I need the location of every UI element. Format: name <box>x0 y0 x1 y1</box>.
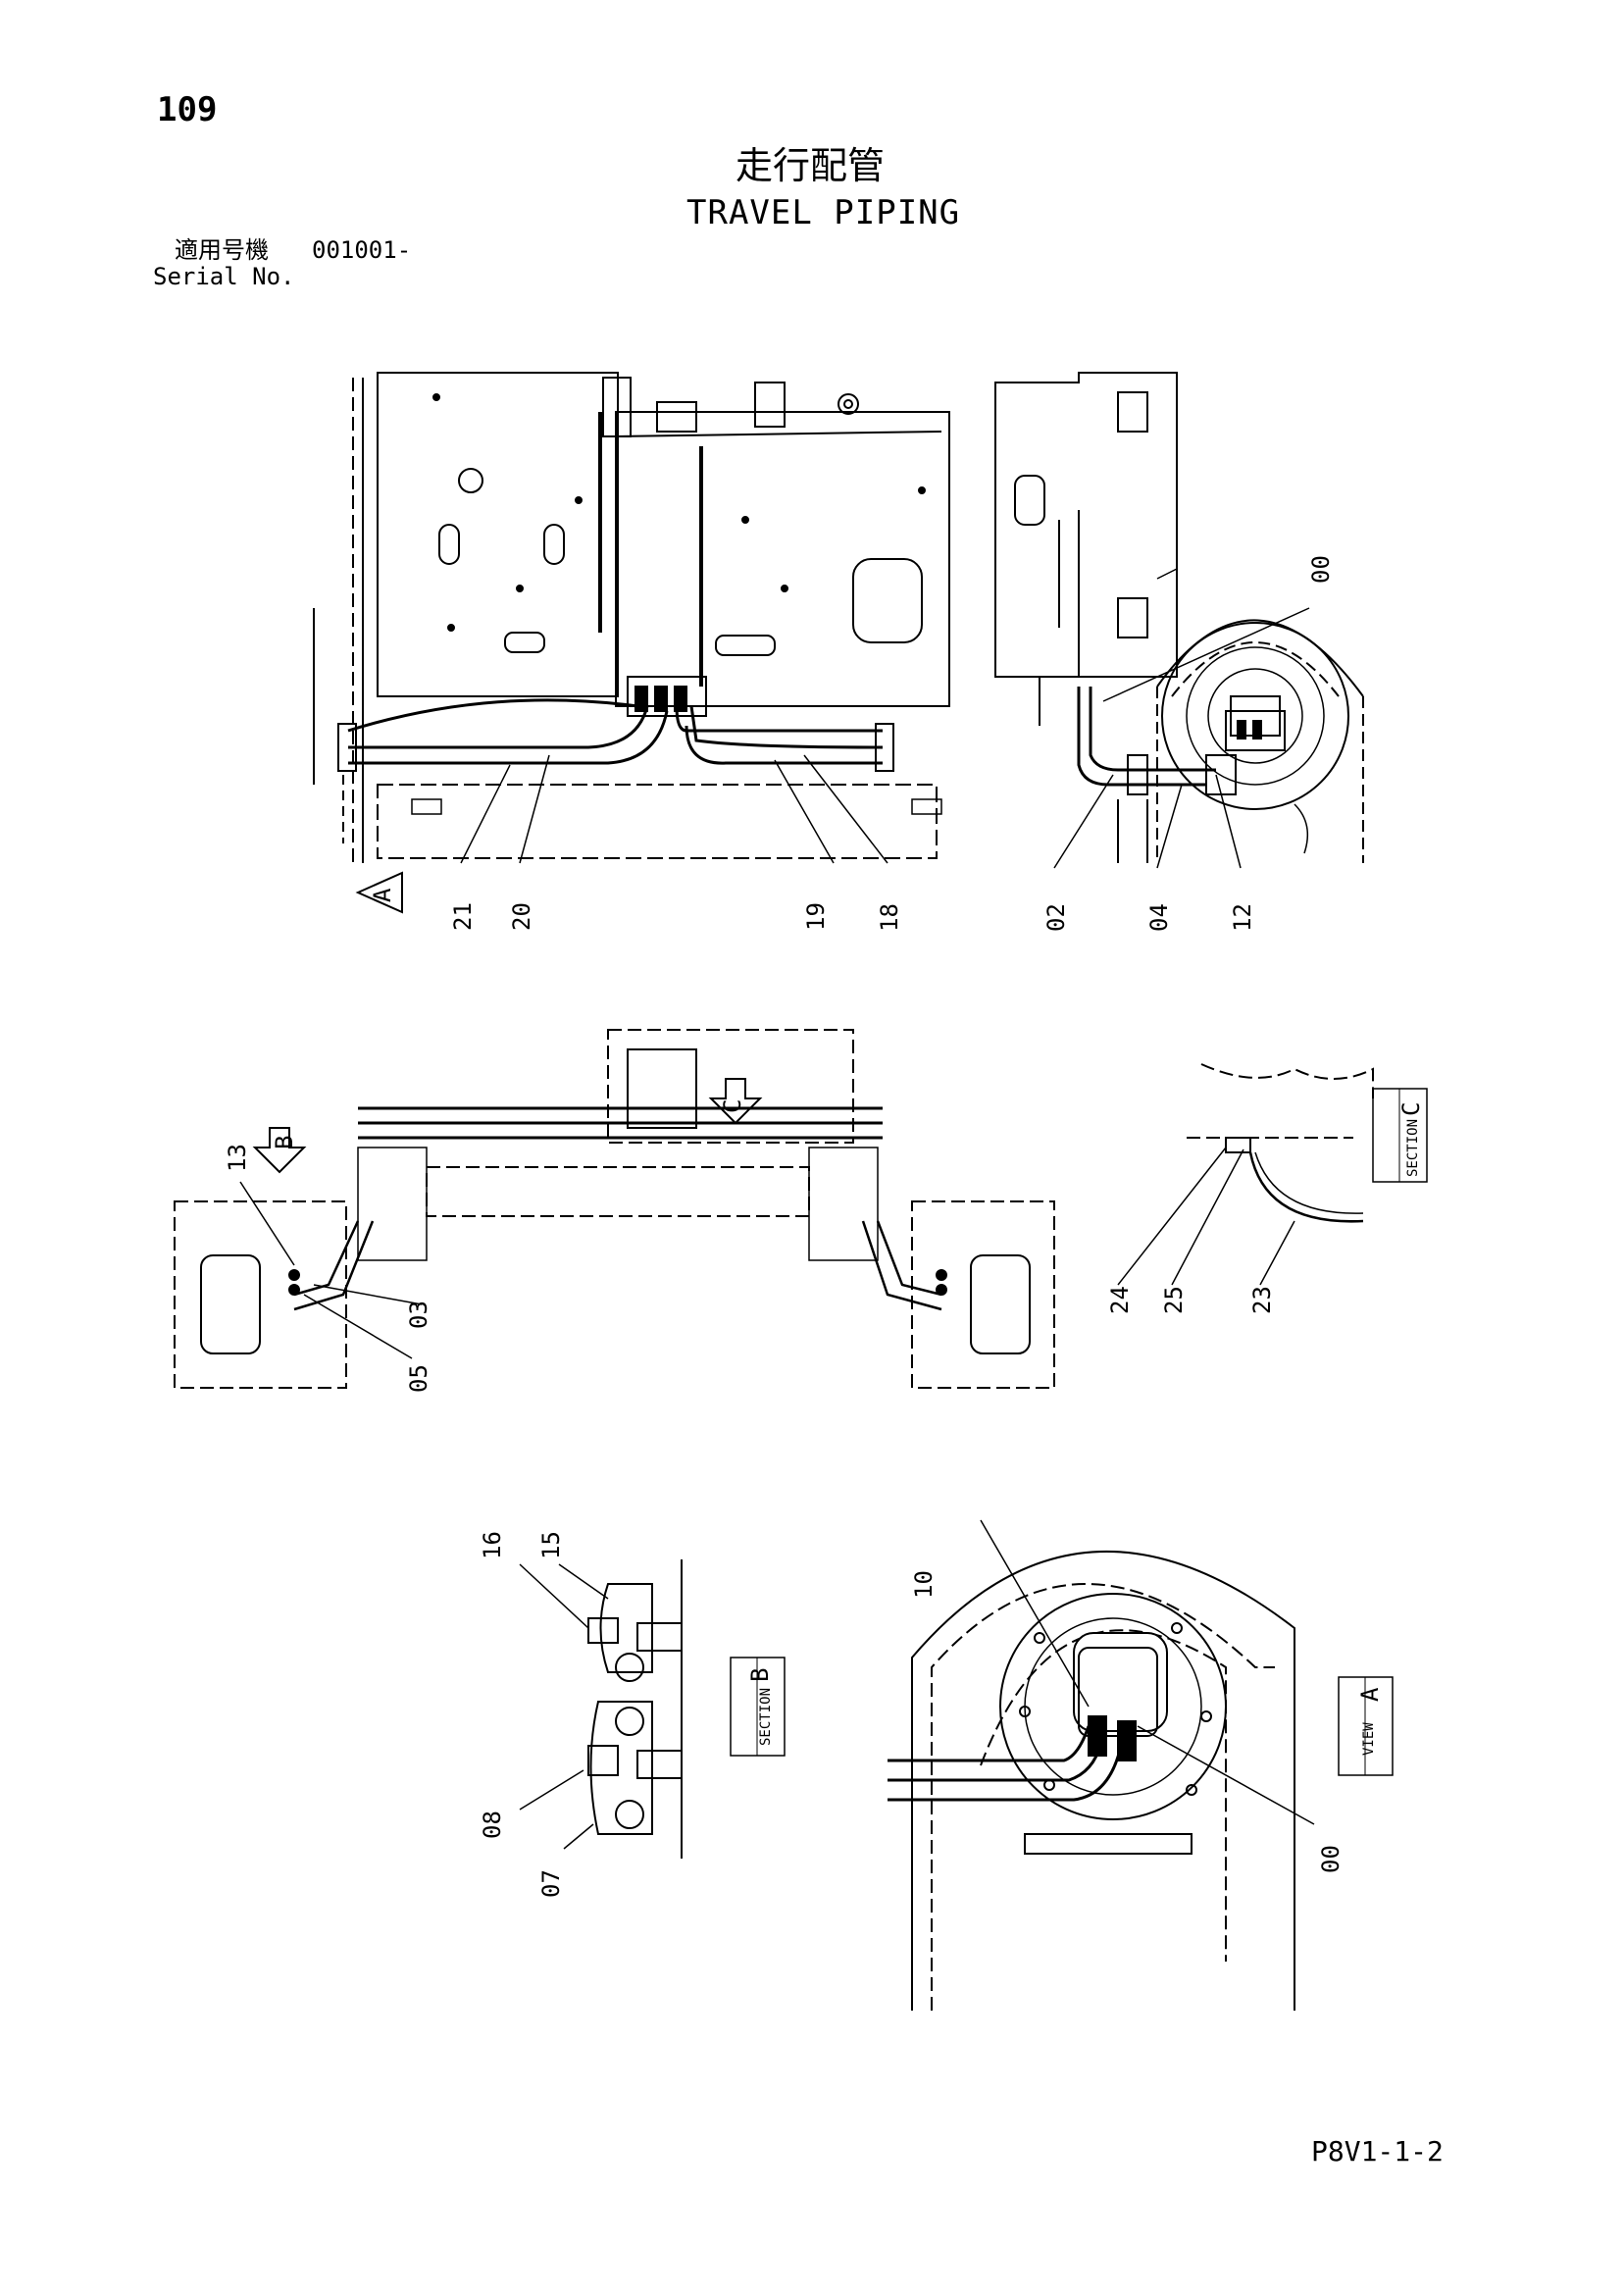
page-title: TRAVEL PIPING <box>686 193 961 232</box>
view-c-marker: C <box>719 1099 746 1113</box>
callout-00-bottom: 00 <box>1317 1845 1345 1873</box>
callout-21: 21 <box>449 902 477 931</box>
callout-23: 23 <box>1248 1286 1276 1314</box>
serial-label: Serial No. <box>153 263 295 290</box>
view-a-marker: A <box>369 888 396 902</box>
callout-24: 24 <box>1106 1286 1134 1314</box>
callout-07: 07 <box>537 1869 565 1898</box>
page-title-japanese: 走行配管 <box>736 144 886 187</box>
callout-02: 02 <box>1042 903 1070 932</box>
serial-label-japanese: 適用号機 <box>175 236 269 264</box>
section-c-letter: C <box>1397 1102 1425 1116</box>
callout-20: 20 <box>508 902 535 931</box>
section-b-label: SECTION <box>758 1688 774 1746</box>
serial-number-value: 001001- <box>312 236 412 264</box>
callout-16: 16 <box>479 1531 506 1559</box>
callout-10: 10 <box>910 1570 938 1599</box>
section-b-letter: B <box>746 1668 774 1682</box>
view-a-letter: A <box>1356 1687 1384 1702</box>
callout-25: 25 <box>1160 1286 1188 1314</box>
callout-04: 04 <box>1145 903 1173 932</box>
callout-18: 18 <box>876 903 903 932</box>
callout-00-top: 00 <box>1307 555 1335 584</box>
view-a-label: VIEW <box>1361 1722 1377 1756</box>
side-view-track <box>994 372 1364 869</box>
callout-19: 19 <box>802 902 830 931</box>
callout-05: 05 <box>405 1364 432 1393</box>
front-view-frame <box>174 1029 1055 1389</box>
callout-13: 13 <box>224 1144 251 1172</box>
section-b-view <box>519 1559 786 1859</box>
page-number: 109 <box>157 90 218 129</box>
view-b-marker: B <box>271 1136 298 1149</box>
callout-08: 08 <box>479 1811 506 1839</box>
view-a-drive-motor <box>888 1519 1394 2011</box>
top-view-frame <box>313 372 950 914</box>
section-c-label: SECTION <box>1405 1119 1421 1177</box>
callout-15: 15 <box>537 1531 565 1559</box>
section-c-view <box>1117 1063 1428 1286</box>
page-code: P8V1-1-2 <box>1311 2135 1444 2168</box>
callout-03: 03 <box>405 1301 432 1329</box>
callout-12: 12 <box>1229 903 1256 932</box>
